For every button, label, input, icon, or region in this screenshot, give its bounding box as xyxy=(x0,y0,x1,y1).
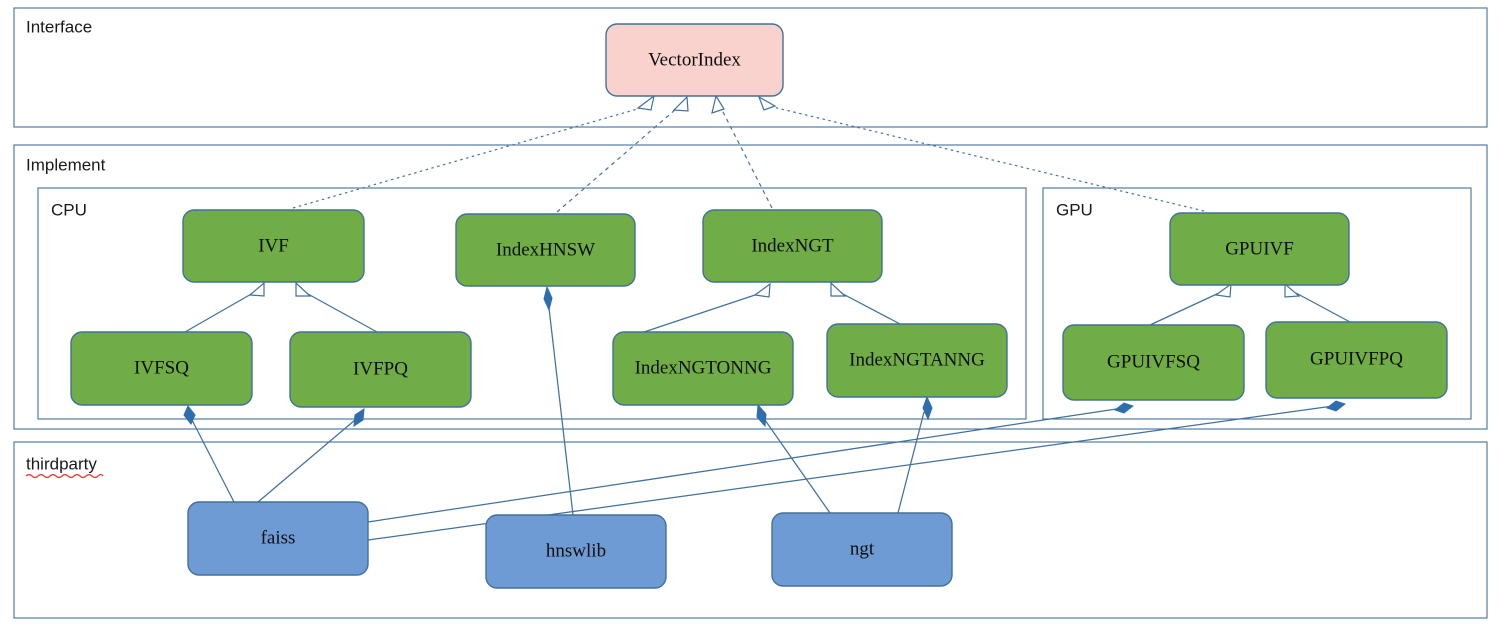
spellcheck-squiggle-icon xyxy=(25,473,104,479)
node-gpuivf[interactable]: GPUIVF xyxy=(1169,212,1350,286)
edge-gpuivfsq-gpuivf xyxy=(1149,282,1232,326)
node-gpuivfsq-rect xyxy=(1062,324,1245,401)
edge-faiss-ivfpq xyxy=(257,408,365,503)
edge-indexngtonng-indexngt xyxy=(643,282,771,333)
node-ivf[interactable]: IVF xyxy=(182,209,365,283)
edge-ivfpq-ivf xyxy=(295,281,378,333)
filled-diamond-icon xyxy=(922,395,933,421)
node-ivfsq-label: IVFSQ xyxy=(134,357,189,378)
node-ngt[interactable]: ngt xyxy=(771,512,953,587)
node-gpuivfsq[interactable]: GPUIVFSQ xyxy=(1062,324,1245,401)
edge-gpuivf-vectorindex xyxy=(757,95,1205,212)
filled-diamond-icon xyxy=(183,405,196,425)
node-hnswlib[interactable]: hnswlib xyxy=(485,514,667,589)
node-ivfsq[interactable]: IVFSQ xyxy=(70,331,253,406)
node-indexngt-rect xyxy=(702,209,883,283)
hollow-triangle-icon xyxy=(248,281,265,297)
group-cpu-label: CPU xyxy=(51,200,87,219)
hollow-triangle-icon xyxy=(753,282,771,298)
edge-ngt-indexngtonng xyxy=(756,403,831,514)
node-ivfpq-label: IVFPQ xyxy=(353,358,408,379)
edge-ngt-indexngtanng xyxy=(897,395,933,514)
hollow-triangle-icon xyxy=(830,281,847,297)
edge-indexngt-vectorindex xyxy=(711,94,773,209)
node-faiss[interactable]: faiss xyxy=(187,501,369,576)
node-indexngtanng-label: IndexNGTANNG xyxy=(849,349,985,370)
node-indexngt-label: IndexNGT xyxy=(751,235,834,256)
edge-faiss-gpuivfsq xyxy=(367,402,1135,523)
node-ivfpq[interactable]: IVFPQ xyxy=(289,331,472,408)
node-hnswlib-label: hnswlib xyxy=(546,540,606,561)
filled-diamond-icon xyxy=(1113,402,1135,414)
node-indexhnsw-label: IndexHNSW xyxy=(496,239,595,260)
node-ivf-label: IVF xyxy=(258,235,289,256)
filled-diamond-icon xyxy=(543,285,553,312)
node-vectorindex-rect xyxy=(605,23,784,97)
hollow-triangle-icon xyxy=(672,95,689,112)
edge-hnswlib-indexhnsw xyxy=(543,285,574,516)
group-implement-label: Implement xyxy=(26,155,106,174)
hollow-triangle-icon xyxy=(1214,282,1232,298)
node-indexhnsw[interactable]: IndexHNSW xyxy=(455,213,636,287)
hollow-triangle-icon xyxy=(711,94,725,114)
edge-indexngtanng-indexngt xyxy=(830,281,901,325)
node-vectorindex-label: VectorIndex xyxy=(648,49,741,70)
hollow-triangle-icon xyxy=(1284,282,1301,298)
node-ngt-label: ngt xyxy=(850,538,875,559)
group-thirdparty-label: thirdparty xyxy=(26,454,97,473)
node-gpuivfpq[interactable]: GPUIVFPQ xyxy=(1265,321,1448,399)
node-ivfpq-rect xyxy=(289,331,472,408)
filled-diamond-icon xyxy=(756,403,767,428)
hollow-triangle-icon xyxy=(295,281,312,297)
filled-diamond-icon xyxy=(1325,400,1347,412)
node-gpuivfpq-rect xyxy=(1265,321,1448,399)
node-indexngt[interactable]: IndexNGT xyxy=(702,209,883,283)
node-indexngtonng-rect xyxy=(612,331,794,406)
edge-gpuivfpq-gpuivf xyxy=(1284,282,1351,323)
edge-faiss-ivfsq xyxy=(183,405,235,503)
node-vectorindex[interactable]: VectorIndex xyxy=(605,23,784,97)
node-indexhnsw-rect xyxy=(455,213,636,287)
edge-indexhnsw-vectorindex xyxy=(556,95,689,213)
group-interface-label: Interface xyxy=(26,17,92,36)
hollow-triangle-icon xyxy=(757,95,777,111)
node-gpuivf-label: GPUIVF xyxy=(1225,238,1294,259)
node-ivf-rect xyxy=(182,209,365,283)
node-indexngtonng[interactable]: IndexNGTONNG xyxy=(612,331,794,406)
node-gpuivfpq-label: GPUIVFPQ xyxy=(1310,348,1403,369)
edge-ivfsq-ivf xyxy=(184,281,265,333)
node-hnswlib-rect xyxy=(485,514,667,589)
node-indexngtanng-rect xyxy=(826,323,1008,398)
hollow-triangle-icon xyxy=(636,94,655,111)
node-indexngtonng-label: IndexNGTONNG xyxy=(635,357,772,378)
edge-ivf-vectorindex xyxy=(292,94,655,209)
node-faiss-label: faiss xyxy=(261,527,296,548)
node-ivfsq-rect xyxy=(70,331,253,406)
node-faiss-rect xyxy=(187,501,369,576)
node-gpuivf-rect xyxy=(1169,212,1350,286)
filled-diamond-icon xyxy=(353,408,365,427)
group-gpu-label: GPU xyxy=(1056,200,1093,219)
node-gpuivfsq-label: GPUIVFSQ xyxy=(1107,351,1200,372)
node-indexngtanng[interactable]: IndexNGTANNG xyxy=(826,323,1008,398)
node-ngt-rect xyxy=(771,512,953,587)
